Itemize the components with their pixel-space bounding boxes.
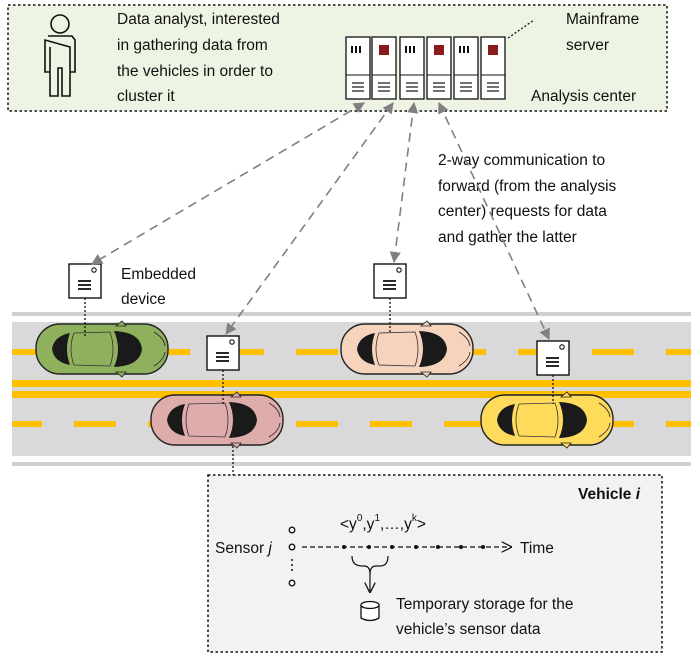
communication-label: 2-way communication to forward (from the… [438,152,621,246]
time-samples [342,545,485,549]
person-icon [44,14,76,97]
link-device-3 [389,101,419,264]
brace-right [378,555,389,567]
analyst-line-4: cluster it [117,88,175,105]
sensor-ellipsis [291,559,293,571]
vehicle-box [207,474,663,653]
vehicle-box-title: Vehicle i [578,486,641,503]
embedded-device-icon [536,340,570,376]
embedded-device-label: Embedded device [121,266,200,308]
sequence-label: <y0,y1,…,yk> [340,513,426,533]
server-label-leader [507,19,535,39]
car-yellow [480,391,614,449]
communication-links [91,101,550,341]
center-line-1 [12,380,691,387]
time-label: Time [520,540,554,557]
embedded-device-icon [373,263,407,299]
link-device-4 [438,101,550,341]
link-device-1 [91,102,365,265]
sensor-label: Sensor j [215,540,272,557]
analysis-center-box [7,4,668,112]
embedded-device-icon [68,263,102,299]
analyst-line-2: in gathering data from [117,37,268,54]
analysis-center: Data analyst, interested in gathering da… [7,4,668,112]
database-icon [360,600,380,622]
analyst-line-1: Data analyst, interested [117,11,280,28]
center-line-2 [12,391,691,398]
car-green [35,320,169,378]
server-label: Mainframe server [566,11,644,54]
server-rack-icon [345,36,506,100]
car-pink [150,391,284,449]
car-peach [340,320,474,378]
brace-left [351,555,363,567]
analyst-line-3: the vehicles in order to [117,63,273,80]
analysis-center-label: Analysis center [531,88,636,105]
link-device-2 [225,102,394,335]
analyst-description: Data analyst, interested in gathering da… [117,11,284,105]
vehicle-detail-box: Vehicle i Sensor j Time <y0,y1,…,yk> [207,474,663,653]
sensor-circles [288,526,296,587]
embedded-device-icon [206,335,240,371]
storage-label: Temporary storage for the vehicle’s sens… [396,596,578,638]
